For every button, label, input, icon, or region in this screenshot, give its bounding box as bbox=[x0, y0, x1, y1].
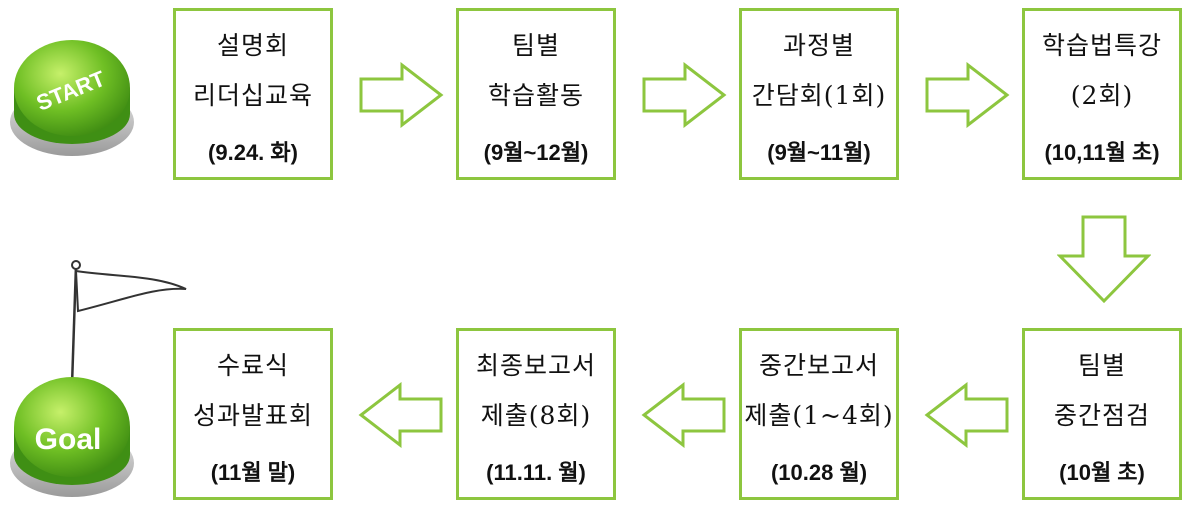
arrow-down-icon bbox=[1057, 215, 1151, 304]
step-subtitle: 간담회(1회) bbox=[751, 81, 887, 110]
step-title: 설명회 bbox=[216, 31, 289, 60]
step-date: (10.28 월) bbox=[770, 460, 868, 485]
step-title: 중간보고서 bbox=[758, 351, 879, 380]
step-box-ceremony: 수료식 성과발표회 (11월 말) bbox=[173, 328, 333, 500]
step-date: (9.24. 화) bbox=[208, 140, 298, 165]
step-subtitle: 성과발표회 bbox=[192, 401, 313, 430]
goal-label: Goal bbox=[35, 423, 102, 456]
arrow-right-icon bbox=[925, 62, 1010, 128]
step-subtitle: 리더십교육 bbox=[192, 81, 313, 110]
flag-pole bbox=[70, 264, 78, 386]
arrow-right-icon bbox=[642, 62, 727, 128]
arrow-right-icon bbox=[359, 62, 444, 128]
step-subtitle: 제출(1~4회) bbox=[744, 401, 894, 430]
step-title: 최종보고서 bbox=[475, 351, 596, 380]
step-date: (11.11. 월) bbox=[486, 460, 586, 485]
step-title: 과정별 bbox=[782, 31, 855, 60]
step-box-meeting: 과정별 간담회(1회) (9월~11월) bbox=[739, 8, 899, 180]
step-box-team-study: 팀별 학습활동 (9월~12월) bbox=[456, 8, 616, 180]
arrow-left-icon bbox=[641, 382, 726, 448]
step-box-interim-check: 팀별 중간점검 (10월 초) bbox=[1022, 328, 1182, 500]
flag-icon bbox=[74, 269, 187, 313]
step-title: 학습법특강 bbox=[1041, 31, 1162, 60]
step-date: (9월~12월) bbox=[483, 140, 589, 165]
start-button-icon: START bbox=[10, 40, 134, 156]
step-date: (11월 말) bbox=[210, 460, 296, 485]
step-box-lecture: 학습법특강 (2회) (10,11월 초) bbox=[1022, 8, 1182, 180]
step-subtitle: 학습활동 bbox=[487, 81, 584, 110]
step-date: (9월~11월) bbox=[767, 140, 871, 165]
step-title: 팀별 bbox=[511, 31, 560, 60]
step-box-interim-report: 중간보고서 제출(1~4회) (10.28 월) bbox=[739, 328, 899, 500]
arrow-left-icon bbox=[924, 382, 1009, 448]
goal-button-icon: Goal bbox=[10, 260, 187, 497]
step-date: (10월 초) bbox=[1059, 460, 1145, 485]
arrow-left-icon bbox=[358, 382, 443, 448]
step-date: (10,11월 초) bbox=[1044, 140, 1160, 165]
step-subtitle: 중간점검 bbox=[1053, 401, 1150, 430]
step-box-final-report: 최종보고서 제출(8회) (11.11. 월) bbox=[456, 328, 616, 500]
step-title: 팀별 bbox=[1077, 351, 1126, 380]
step-subtitle: 제출(8회) bbox=[480, 401, 592, 430]
step-title: 수료식 bbox=[216, 351, 289, 380]
step-box-orientation: 설명회 리더십교육 (9.24. 화) bbox=[173, 8, 333, 180]
step-subtitle: (2회) bbox=[1070, 81, 1134, 110]
